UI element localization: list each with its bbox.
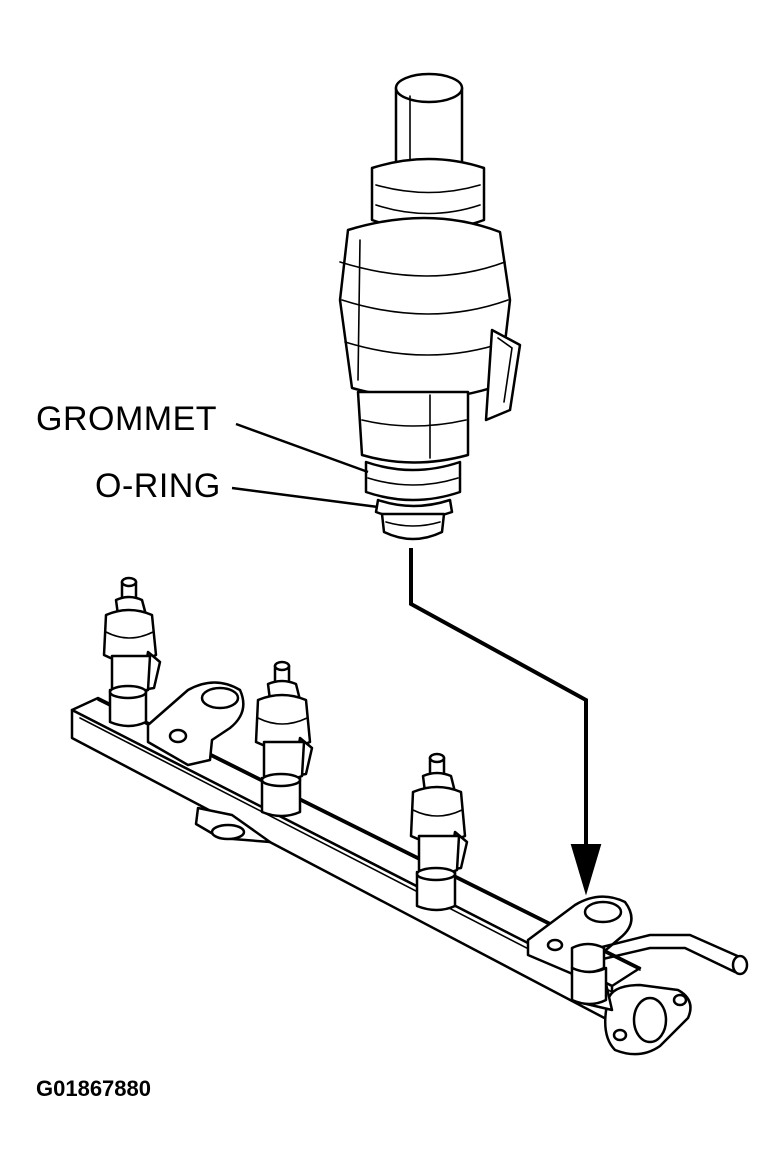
grommet-leader <box>235 422 369 474</box>
rail-injector-1 <box>102 576 162 728</box>
rail-injector-3 <box>409 752 469 912</box>
oring-label: O-RING <box>95 467 221 505</box>
rail-injector-cup-4 <box>570 966 608 1006</box>
grommet-label: GROMMET <box>36 400 217 438</box>
fuel-injector-illustration <box>338 72 522 541</box>
fuel-rail-illustration <box>70 681 749 1056</box>
install-direction-arrow <box>409 548 602 896</box>
rail-injector-2 <box>254 660 314 818</box>
figure-id: G01867880 <box>36 1076 151 1101</box>
oring-leader <box>231 486 379 509</box>
